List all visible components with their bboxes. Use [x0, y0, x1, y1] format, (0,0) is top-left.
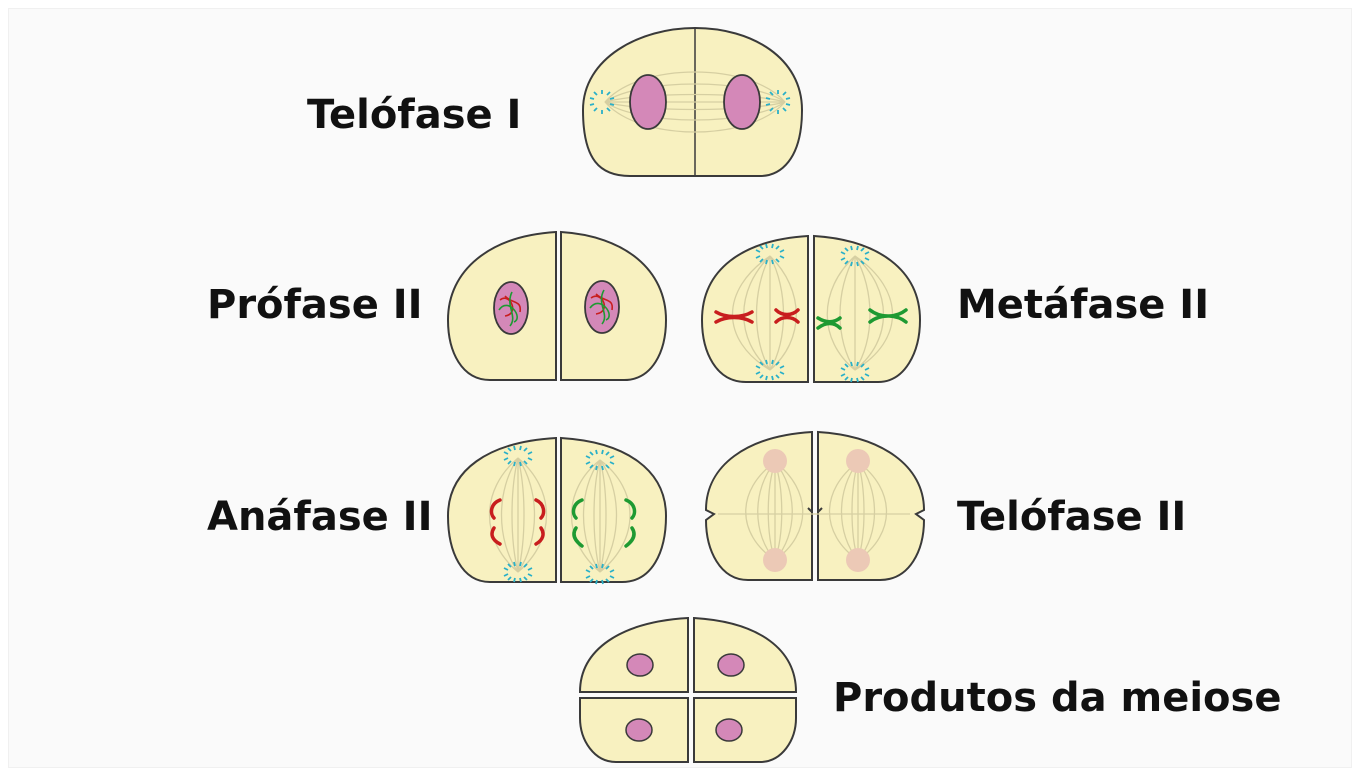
nucleus [846, 449, 870, 473]
label-profase-2: Prófase II [207, 282, 423, 328]
nucleus [846, 548, 870, 572]
nucleus [625, 718, 653, 742]
cell-telofase-2 [704, 430, 926, 581]
cell-produtos-meiose [578, 616, 798, 763]
chromosomes [489, 498, 637, 548]
spindle-fibers [604, 71, 786, 133]
label-produtos-meiose: Produtos da meiose [833, 675, 1282, 721]
label-telofase-2: Telófase II [957, 494, 1187, 540]
spindle-fibers [489, 457, 631, 573]
cell-telofase-1 [581, 26, 804, 177]
nucleus [723, 74, 761, 130]
label-telofase-1: Telófase I [307, 92, 522, 138]
cell-metafase-2 [700, 234, 922, 383]
cell-anafase-2 [446, 436, 668, 585]
chromatin [498, 289, 614, 327]
nucleus [763, 449, 787, 473]
spindle-fibers [732, 255, 893, 371]
nucleus [715, 718, 743, 742]
nucleus [763, 548, 787, 572]
nucleus [717, 653, 745, 677]
label-metafase-2: Metáfase II [957, 282, 1210, 328]
cell-profase-2 [446, 230, 668, 381]
nucleus [629, 74, 667, 130]
label-anafase-2: Anáfase II [207, 494, 433, 540]
chromosomes [714, 308, 908, 330]
nucleus [626, 653, 654, 677]
